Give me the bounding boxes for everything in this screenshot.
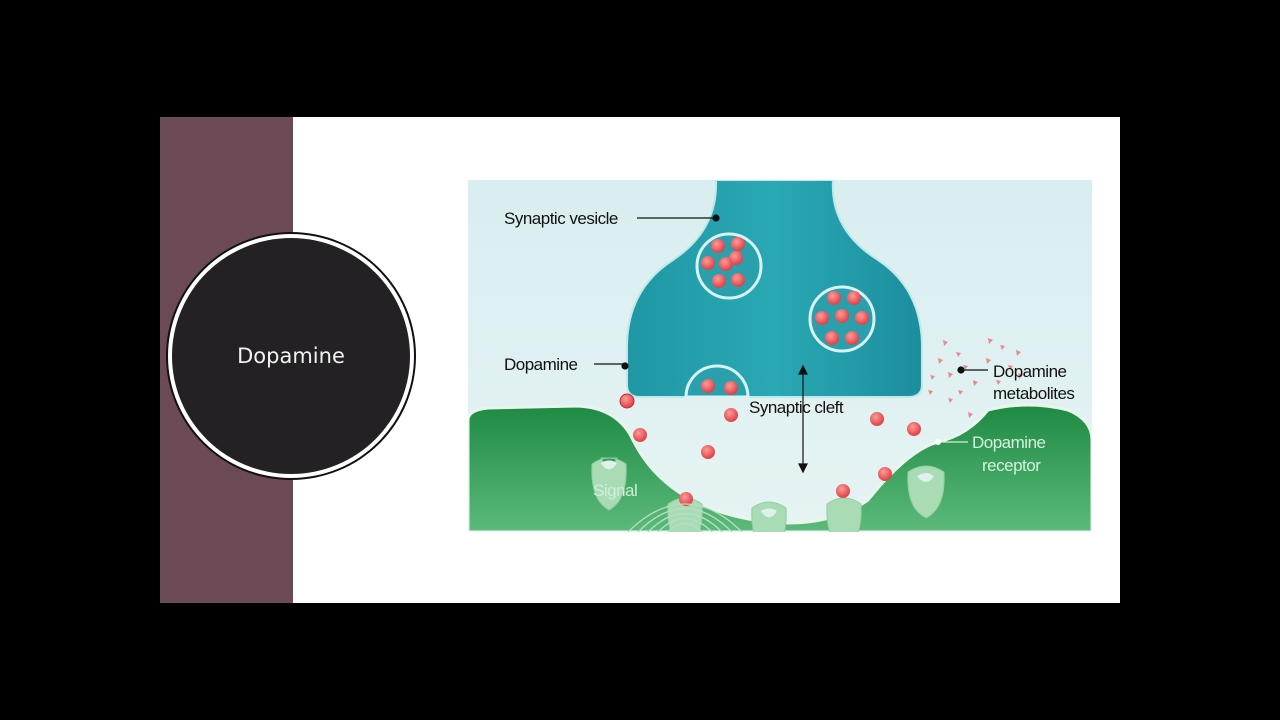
vesicle bbox=[695, 232, 763, 300]
dopamine-metabolites bbox=[928, 338, 1023, 418]
label-synaptic-cleft: Synaptic cleft bbox=[749, 398, 844, 417]
label-signal: Signal bbox=[593, 481, 637, 500]
label-metabolites-2: metabolites bbox=[993, 384, 1074, 403]
fusing-vesicle bbox=[684, 364, 750, 399]
receptor bbox=[907, 465, 945, 519]
slide: Dopamine bbox=[160, 117, 1120, 603]
vesicle bbox=[808, 285, 876, 353]
synapse-diagram: Synaptic vesicle Dopamine Synaptic cleft… bbox=[468, 180, 1092, 532]
free-dopamine bbox=[619, 393, 921, 506]
slide-title: Dopamine bbox=[237, 344, 345, 368]
title-circle: Dopamine bbox=[166, 232, 416, 480]
label-dopamine: Dopamine bbox=[504, 355, 578, 374]
receptor bbox=[591, 457, 627, 511]
label-synaptic-vesicle: Synaptic vesicle bbox=[504, 209, 618, 228]
label-receptor-2: receptor bbox=[982, 456, 1041, 475]
label-metabolites-1: Dopamine bbox=[993, 362, 1067, 381]
signal-waves bbox=[627, 503, 743, 532]
receptor bbox=[826, 497, 862, 532]
label-receptor-1: Dopamine bbox=[972, 433, 1046, 452]
